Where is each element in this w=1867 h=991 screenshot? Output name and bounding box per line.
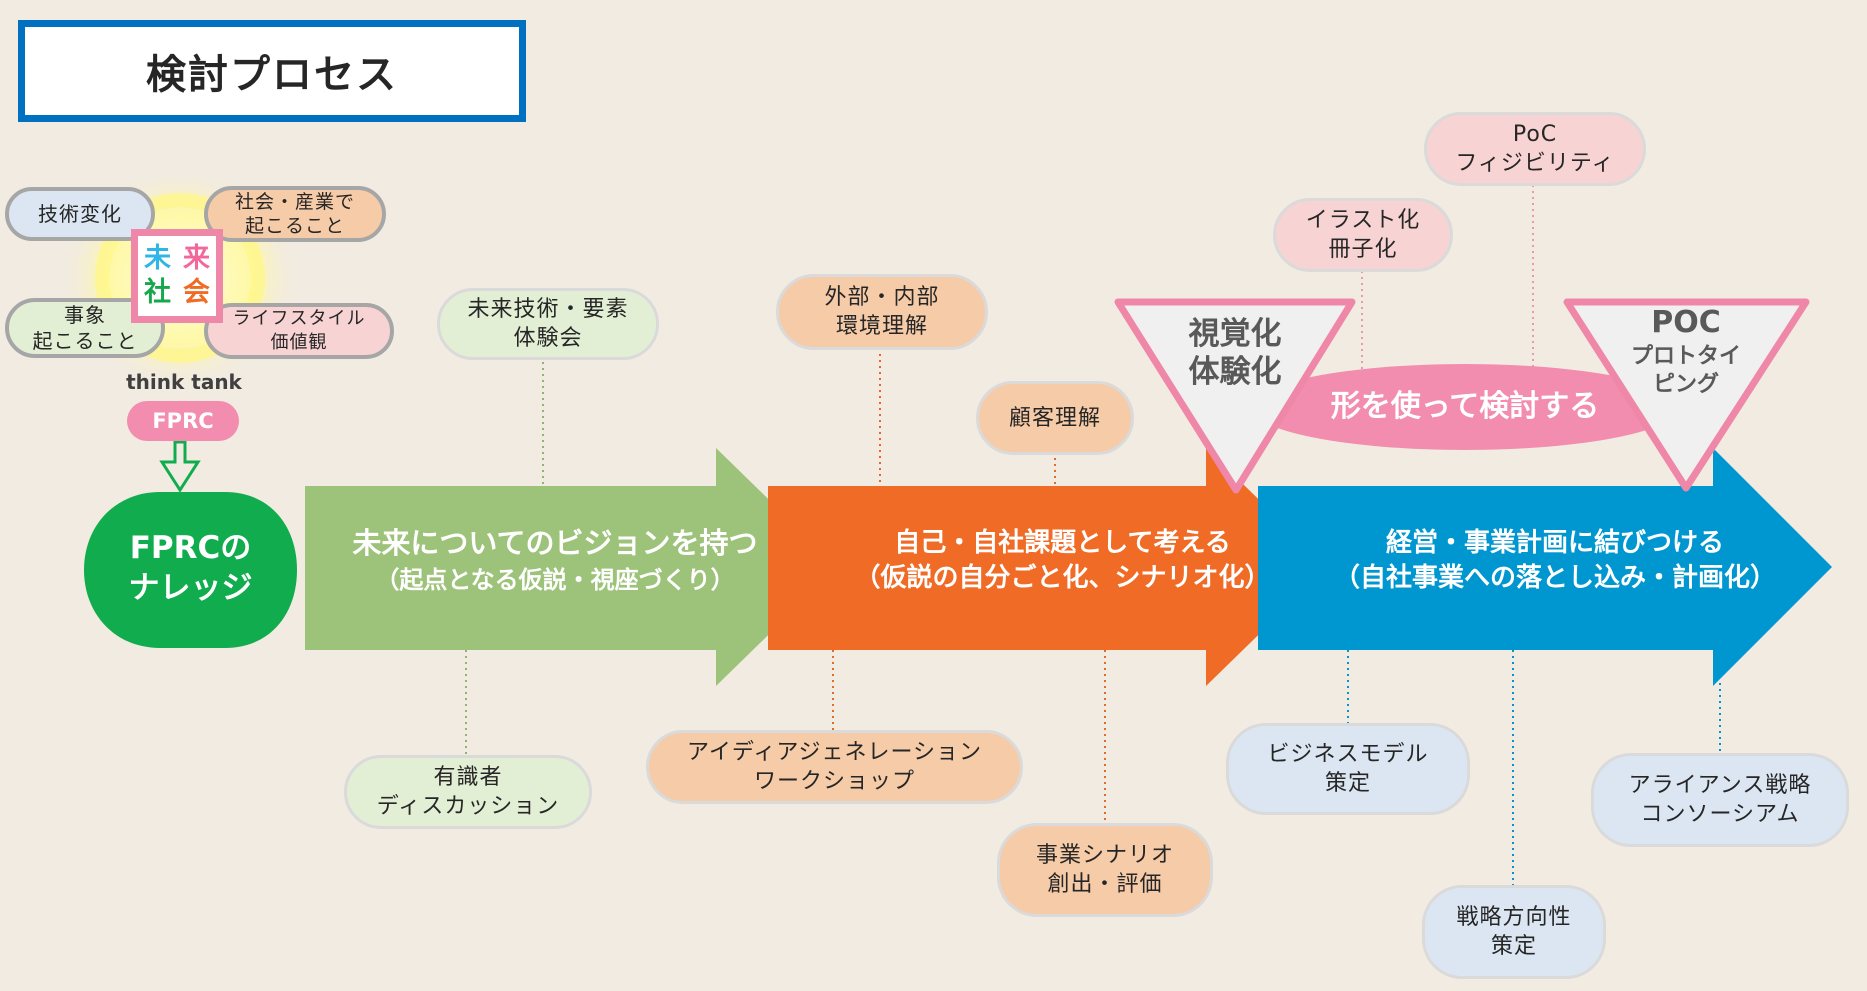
vision-main-label: 未来についてのビジョンを持つ: [352, 526, 758, 560]
mirai-char-3: 社: [144, 277, 171, 308]
activity-illust: イラスト化 冊子化: [1273, 198, 1453, 272]
plan-main-label: 経営・事業計画に結びつける: [1385, 528, 1724, 558]
activity-customer: 顧客理解: [976, 381, 1134, 455]
fprc-badge: FPRC: [127, 401, 239, 441]
banner-label: 形を使って検討する: [1330, 389, 1600, 424]
activity-bizmodel: ビジネスモデル 策定: [1226, 723, 1470, 815]
input-lifestyle: ライフスタイル 価値観: [204, 303, 394, 359]
poc-line-1: POC: [1651, 305, 1721, 340]
down-arrow-icon: [159, 440, 201, 493]
activity-future-tech: 未来技術・要素 体験会: [437, 288, 659, 360]
triangle-poc: [1563, 298, 1810, 492]
activity-scenario: 事業シナリオ 創出・評価: [997, 823, 1213, 917]
triangle-visualize: [1114, 298, 1356, 494]
mirai-char-4: 会: [183, 277, 210, 308]
activity-experts: 有識者 ディスカッション: [344, 755, 592, 829]
glow-ring: [95, 193, 265, 363]
vision-sub-label: （起点となる仮説・視座づくり）: [375, 566, 735, 594]
self-sub-label: （仮説の自分ごと化、シナリオ化）: [854, 563, 1271, 593]
knowledge-circle: [84, 492, 297, 648]
poc-line-2: プロトタイ: [1630, 344, 1741, 369]
poc-line-3: ピング: [1652, 372, 1719, 397]
activity-poc: PoC フィジビリティ: [1424, 112, 1646, 186]
activity-alliance: アライアンス戦略 コンソーシアム: [1591, 753, 1849, 847]
visualize-line-2: 体験化: [1188, 354, 1282, 390]
input-tech-change: 技術変化: [5, 187, 155, 241]
arrow-plan: [1258, 448, 1832, 686]
visualize-line-1: 視覚化: [1188, 316, 1282, 352]
activity-idea: アイディアジェネレーション ワークショップ: [646, 730, 1023, 804]
mirai-char-1: 未: [144, 243, 171, 274]
page-title: 検討プロセス: [18, 20, 526, 122]
knowledge-label: FPRCの ナレッジ: [128, 530, 253, 606]
arrow-self: [768, 448, 1328, 686]
visualization-banner: [1250, 364, 1680, 450]
mirai-char-2: 来: [183, 243, 210, 274]
self-main-label: 自己・自社課題として考える: [894, 528, 1231, 558]
activity-env: 外部・内部 環境理解: [776, 274, 988, 350]
input-society-industry: 社会・産業で 起こること: [204, 186, 386, 242]
arrow-vision: [305, 448, 838, 686]
plan-sub-label: （自社事業への落とし込み・計画化）: [1333, 563, 1776, 593]
activity-strategy: 戦略方向性 策定: [1422, 885, 1606, 979]
think-tank-label: think tank: [126, 370, 242, 394]
future-society-box: 未 来 社 会: [131, 229, 223, 323]
